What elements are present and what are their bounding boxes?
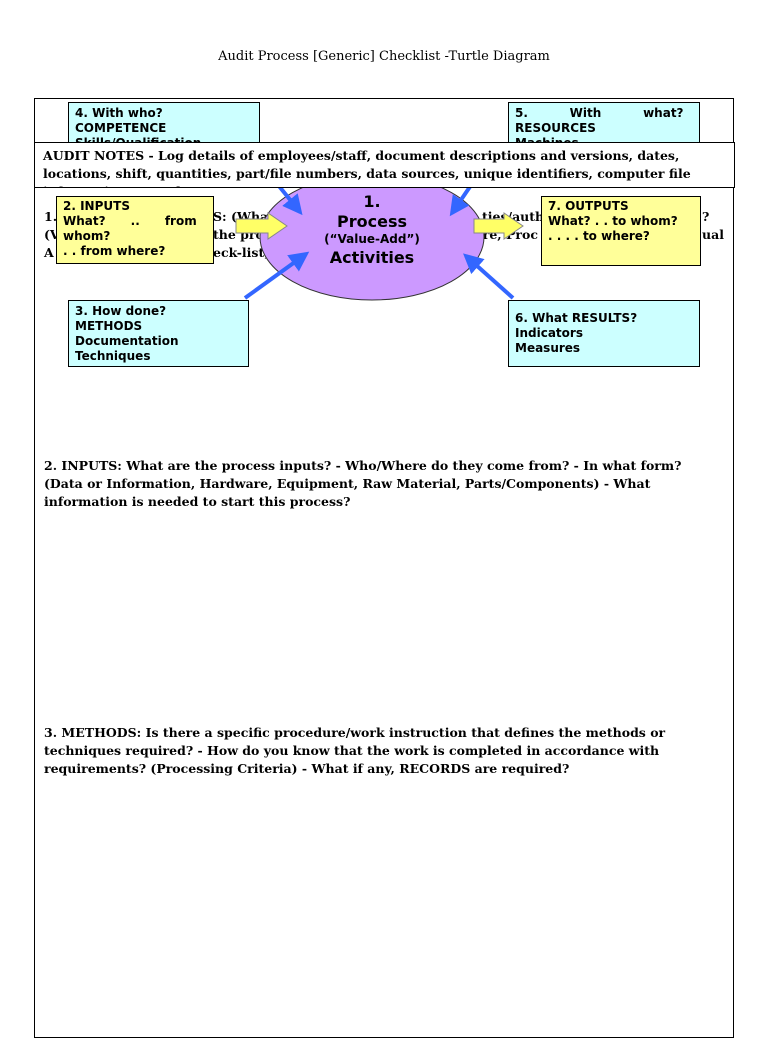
box-competence-line2: COMPETENCE (75, 121, 167, 135)
box-methods: 3. How done? METHODS Documentation Techn… (68, 300, 249, 367)
process-number: 1. (363, 192, 381, 211)
process-sub: (“Value-Add”) (324, 232, 420, 246)
behind-left1: 1. (44, 209, 58, 224)
arrow-results (463, 253, 515, 300)
box-results-line3: Measures (515, 341, 581, 355)
box-outputs-line2: What? . . to whom? (548, 214, 678, 228)
page-title: Audit Process [Generic] Checklist -Turtl… (218, 49, 550, 64)
arrow-outputs (473, 212, 524, 240)
process-title2: Activities (329, 248, 415, 267)
box-outputs-line1: 7. OUTPUTS (548, 199, 629, 213)
box-inputs-line3: whom? (63, 229, 111, 243)
section-methods: 3. METHODS: Is there a specific procedur… (44, 725, 666, 776)
arrow-inputs (235, 212, 288, 240)
box-outputs: 7. OUTPUTS What? . . to whom? . . . . to… (541, 196, 701, 266)
box-methods-line4: Techniques (75, 349, 151, 363)
box-methods-line2: METHODS (75, 319, 143, 333)
box-inputs-line4: . . from where? (63, 244, 166, 258)
process-label: 1. Process (“Value-Add”) Activities (290, 192, 454, 268)
behind-farright1: ? (702, 209, 710, 224)
behind-farright2: ual (702, 227, 724, 242)
box-results: 6. What RESULTS? Indicators Measures (508, 300, 700, 367)
behind-left3: A (44, 245, 54, 260)
process-title: Process (337, 212, 407, 231)
box-inputs-line1: 2. INPUTS (63, 199, 130, 213)
behind-mid3: eck-list) (213, 245, 271, 260)
box-methods-line1: 3. How done? (75, 304, 167, 318)
box-results-line2: Indicators (515, 326, 583, 340)
box-inputs-line2: What? .. from (63, 214, 197, 228)
box-resources-line1: 5. With what? (515, 106, 684, 120)
behind-left2: (V (44, 227, 60, 242)
box-resources-line2: RESOURCES (515, 121, 596, 135)
arrow-methods (243, 251, 310, 300)
section-inputs: 2. INPUTS: What are the process inputs? … (44, 458, 682, 509)
box-results-line1: 6. What RESULTS? (515, 311, 638, 325)
box-outputs-line3: . . . . to where? (548, 229, 650, 243)
box-methods-line3: Documentation (75, 334, 179, 348)
audit-notes: AUDIT NOTES - Log details of employees/s… (34, 142, 735, 188)
box-competence-line1: 4. With who? (75, 106, 163, 120)
box-inputs: 2. INPUTS What? .. from whom? . . from w… (56, 196, 214, 264)
